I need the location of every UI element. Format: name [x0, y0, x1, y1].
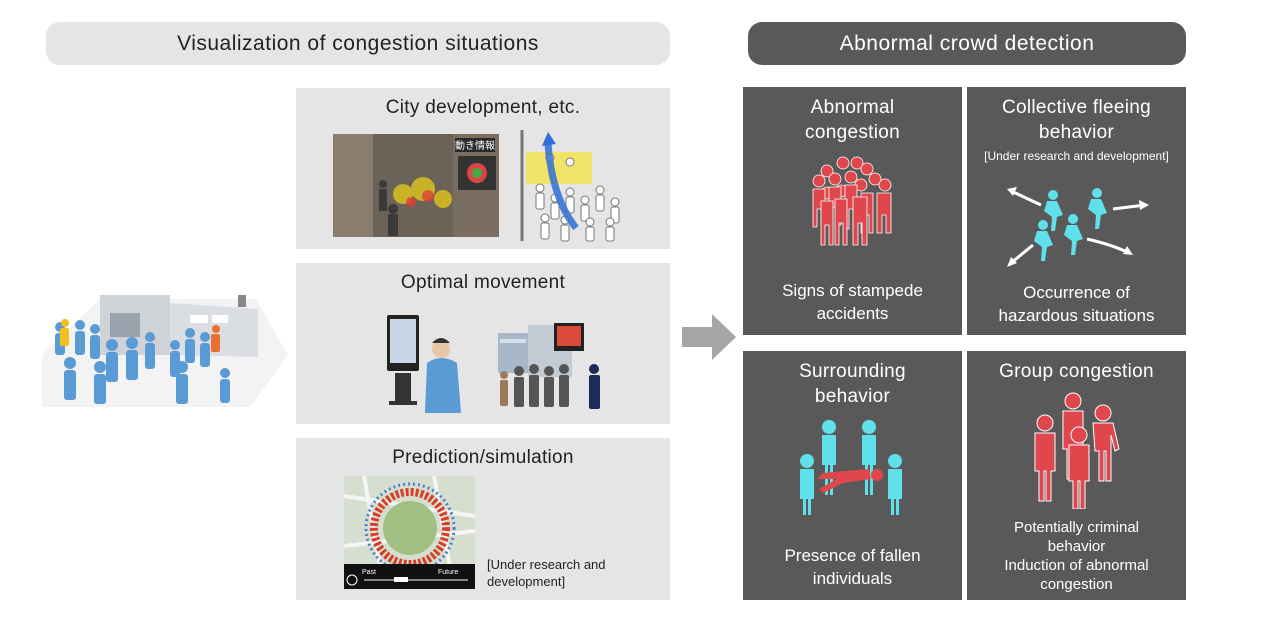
group-congestion-box: Group congestion Potentially criminal be… [967, 351, 1186, 600]
flow-tracking-illustration [520, 130, 620, 242]
red-group-icon [1034, 392, 1120, 509]
right-arrow-icon [682, 314, 736, 360]
prediction-simulation-title: Prediction/simulation [392, 447, 574, 468]
group-congestion-caption: Potentially criminal behavior Induction … [1004, 519, 1149, 593]
surrounding-behavior-title: Surrounding behavior [799, 361, 906, 407]
svg-text:Future: Future [438, 569, 458, 576]
abnormal-congestion-caption: Signs of stampede accidents [782, 281, 923, 323]
surrounding-behavior-box: Surrounding behavior Presence of fallen … [743, 351, 962, 600]
fleeing-people-icon [1007, 187, 1149, 267]
collective-fleeing-caption: Occurrence of hazardous situations [998, 283, 1155, 325]
prediction-simulation-panel: Prediction/simulation Past Future [Under… [296, 438, 670, 600]
collective-fleeing-box: Collective fleeing behavior [Under resea… [967, 87, 1186, 335]
kiosk-user-illustration [387, 315, 461, 413]
street-camera-photo: 動き情報 [333, 134, 499, 237]
station-crowd-illustration [42, 295, 288, 407]
fallen-person-icon [800, 420, 902, 515]
abnormal-congestion-box: Abnormal congestion Signs of stampede ac… [743, 87, 962, 335]
prediction-research-note: [Under research and development] [487, 557, 606, 589]
optimal-movement-panel: Optimal movement [296, 263, 670, 424]
right-section-header: Abnormal crowd detection [748, 22, 1186, 65]
collective-fleeing-title: Collective fleeing behavior [1001, 97, 1152, 143]
surrounding-behavior-caption: Presence of fallen individuals [784, 546, 921, 588]
left-section-header: Visualization of congestion situations [46, 22, 670, 65]
svg-text:Past: Past [362, 569, 376, 576]
optimal-movement-title: Optimal movement [400, 272, 566, 293]
city-development-title: City development, etc. [385, 97, 581, 118]
group-congestion-title: Group congestion [999, 361, 1154, 382]
signage-crowd-illustration [498, 323, 600, 409]
city-development-panel: City development, etc. 動き情報 [296, 88, 670, 249]
fleeing-research-note: [Under research and development] [984, 149, 1169, 163]
abnormal-congestion-title: Abnormal congestion [805, 97, 900, 143]
simulation-map: Past Future [344, 476, 475, 589]
red-crowd-icon [812, 156, 892, 246]
svg-text:動き情報: 動き情報 [455, 139, 495, 152]
